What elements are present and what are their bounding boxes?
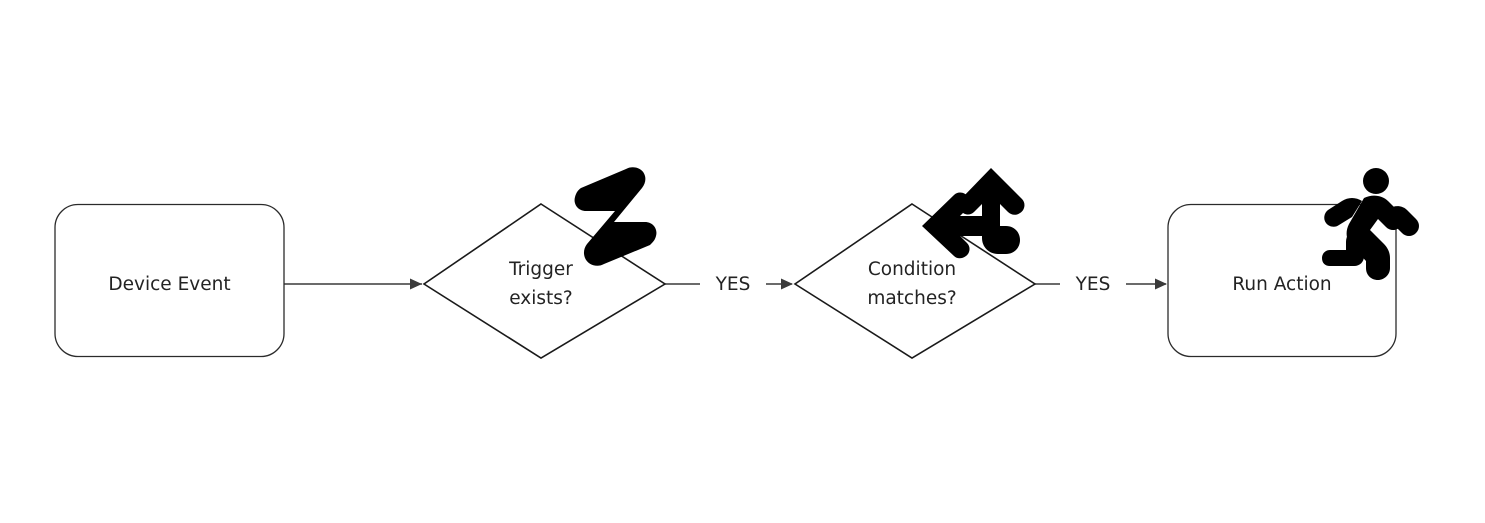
condition-matches-diamond[interactable] <box>793 203 1037 359</box>
branch-arrow-icon <box>922 168 1025 259</box>
run-action-label: Run Action <box>1232 274 1331 295</box>
trigger-exists-label-line2: exists? <box>509 288 573 309</box>
edge-3-arrowhead <box>1155 278 1167 290</box>
edge-label-yes-2: YES <box>1075 274 1111 295</box>
edge-device-event-to-trigger <box>284 278 422 290</box>
edge-trigger-to-condition: YES <box>665 274 793 295</box>
condition-matches-label-line2: matches? <box>867 288 956 309</box>
node-device-event[interactable]: Device Event <box>54 203 285 358</box>
node-condition-matches[interactable]: Condition matches? <box>793 203 1037 359</box>
lightning-bolt-icon <box>574 167 657 266</box>
trigger-exists-label-line1: Trigger <box>508 259 573 280</box>
condition-matches-label-line1: Condition <box>868 259 956 280</box>
node-trigger-exists[interactable]: Trigger exists? <box>422 203 667 359</box>
edge-label-yes-1: YES <box>715 274 751 295</box>
running-person-icon <box>1322 168 1419 280</box>
run-action-box[interactable] <box>1167 203 1397 358</box>
node-run-action[interactable]: Run Action <box>1167 203 1397 358</box>
edge-condition-to-run-action: YES <box>1035 274 1167 295</box>
device-event-label: Device Event <box>108 274 230 295</box>
device-event-box[interactable] <box>54 203 285 358</box>
edge-2-arrowhead <box>781 278 793 290</box>
edge-1-arrowhead <box>410 278 422 290</box>
trigger-exists-diamond[interactable] <box>422 203 667 359</box>
